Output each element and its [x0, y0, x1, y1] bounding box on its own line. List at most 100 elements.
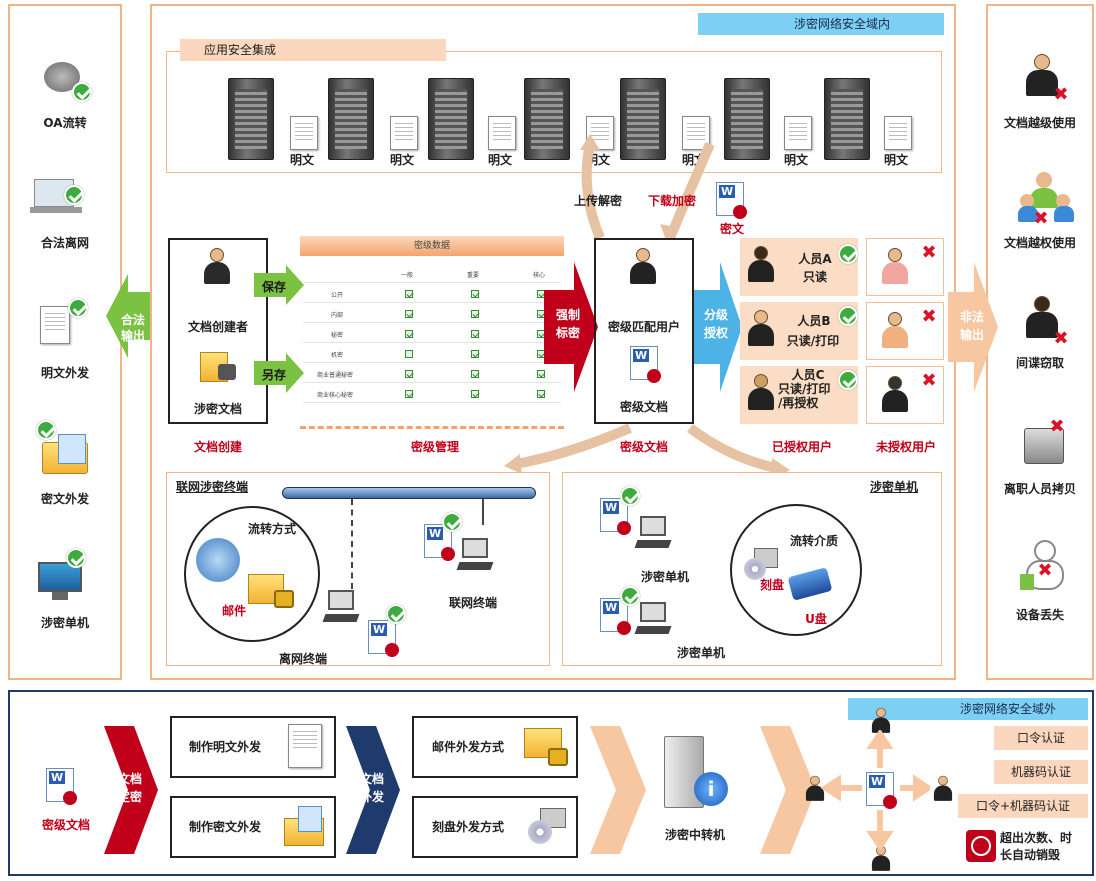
level-checkbox[interactable]	[405, 310, 413, 318]
level-checkbox[interactable]	[405, 290, 413, 298]
plaintext-label-6: 明文	[783, 153, 808, 167]
bottom-level-doc-icon	[46, 768, 77, 805]
right-label-spy: 间谍窃取	[1015, 356, 1064, 370]
left-label-standalone: 涉密单机	[40, 616, 89, 630]
level-checkbox[interactable]	[537, 390, 545, 398]
network-link-line	[482, 499, 484, 525]
level-checkbox[interactable]	[471, 370, 479, 378]
network-terminal-title: 联网涉密终端	[176, 480, 249, 494]
lost-device-icon	[1020, 540, 1070, 596]
level-row-label: 内部	[331, 312, 344, 319]
offline-terminal-check-icon	[386, 604, 406, 624]
left-label-plain-send: 明文外发	[40, 366, 89, 380]
level-row-5: 商业普通秘密	[303, 366, 561, 383]
offline-terminal-pc-icon	[322, 590, 360, 624]
level-checkbox[interactable]	[405, 330, 413, 338]
col-header-1: 一般	[401, 272, 414, 279]
online-terminal-label: 联网终端	[448, 596, 497, 610]
force-mark-arrow	[544, 262, 598, 392]
level-checkbox[interactable]	[405, 350, 413, 358]
from-relay-arrow	[760, 726, 816, 854]
burn-send-cd-icon	[528, 806, 568, 846]
unauth-user-2-icon	[880, 312, 910, 350]
standalone-1-check-icon	[620, 486, 640, 506]
level-checkbox[interactable]	[471, 290, 479, 298]
medium-label: 流转介质	[789, 534, 838, 548]
doc-classify-arrow	[104, 726, 158, 854]
auth-user-c-perm: 只读/打印 /再授权	[778, 382, 831, 410]
level-checkbox[interactable]	[405, 390, 413, 398]
make-plain-label: 制作明文外发	[188, 740, 261, 754]
creator-box	[168, 238, 268, 424]
level-doc-box	[594, 238, 694, 424]
network-dashed-line	[351, 499, 353, 589]
make-cipher-label: 制作密文外发	[188, 820, 261, 834]
server-4	[524, 78, 570, 160]
auth-password-box: 口令认证	[994, 726, 1088, 750]
left-label-cipher-send: 密文外发	[40, 492, 89, 506]
server-1	[228, 78, 274, 160]
auth-user-a-name: 人员A	[798, 252, 832, 266]
save-as-arrow	[254, 353, 304, 393]
creator-label: 文档创建者	[187, 320, 248, 334]
level-row-label: 公开	[331, 292, 344, 299]
plaintext-doc-2	[390, 116, 418, 150]
level-row-label: 机密	[331, 352, 344, 359]
matched-user-icon	[628, 248, 658, 286]
online-terminal-pc-icon	[456, 538, 494, 572]
auth-user-c-name: 人员C	[791, 368, 825, 382]
legal-output-label: 合法 输出	[120, 313, 145, 343]
illegal-output-arrow	[948, 262, 998, 392]
unauthorized-caption: 未授权用户	[875, 440, 936, 454]
dist-user-top-icon	[871, 707, 892, 735]
dist-user-right-icon	[933, 775, 954, 803]
server-7	[824, 78, 870, 160]
usb-label: U盘	[805, 612, 827, 626]
make-plain-doc-icon	[288, 724, 322, 768]
level-doc-label: 密级文档	[619, 400, 668, 414]
auth-c-check-icon	[838, 370, 858, 390]
burn-send-label: 刻盘外发方式	[431, 820, 504, 834]
illegal-output-label: 非法 输出	[959, 310, 984, 342]
level-row-3: 秘密	[303, 326, 561, 343]
col-header-2: 重要	[467, 272, 480, 279]
level-table: 一般 重要 核心 公开 内部 秘密 机密 商业普通秘密 商业核心秘密	[303, 266, 561, 414]
overauth-group-icon	[1018, 172, 1078, 224]
auto-destroy-clock-icon	[966, 830, 996, 862]
level-row-1: 公开	[303, 286, 561, 303]
level-checkbox[interactable]	[405, 370, 413, 378]
auth-user-a-icon	[746, 246, 776, 284]
level-checkbox[interactable]	[471, 330, 479, 338]
plaintext-doc-icon	[38, 298, 94, 348]
level-table-title: 密级数据	[300, 236, 564, 256]
auth-user-c-icon	[746, 374, 776, 412]
level-doc-caption: 密级文档	[619, 440, 668, 454]
level-checkbox[interactable]	[471, 310, 479, 318]
level-checkbox[interactable]	[471, 350, 479, 358]
bottom-level-doc-label: 密级文档	[41, 818, 90, 832]
plaintext-label-7: 明文	[883, 153, 908, 167]
legal-output-arrow	[106, 274, 156, 358]
burn-label: 刻盘	[759, 578, 784, 592]
flow-mode-circle	[184, 506, 320, 642]
level-checkbox[interactable]	[537, 370, 545, 378]
plaintext-doc-3	[488, 116, 516, 150]
upload-decrypt-label: 上传解密	[573, 194, 622, 208]
upload-download-arrows	[580, 134, 715, 240]
standalone-2-doc-icon	[600, 598, 631, 635]
level-checkbox[interactable]	[471, 390, 479, 398]
save-arrow	[254, 265, 304, 305]
server-6	[724, 78, 770, 160]
authorized-caption: 已授权用户	[771, 440, 832, 454]
plaintext-label-2: 明文	[389, 153, 414, 167]
auth-machinecode-box: 机器码认证	[994, 760, 1088, 784]
bottom-zone-title: 涉密网络安全域外	[848, 698, 1088, 720]
leaver-harddisk-icon	[1024, 420, 1070, 470]
level-row-4: 机密	[303, 346, 561, 363]
level-row-label: 商业普通秘密	[317, 372, 354, 379]
level-row-2: 内部	[303, 306, 561, 323]
cipher-doc-icon	[716, 182, 747, 219]
standalone-2-label: 涉密单机	[676, 646, 725, 660]
auto-destroy-label: 超出次数、时 长自动销毁	[1000, 831, 1073, 862]
cd-burner-icon	[744, 548, 780, 580]
